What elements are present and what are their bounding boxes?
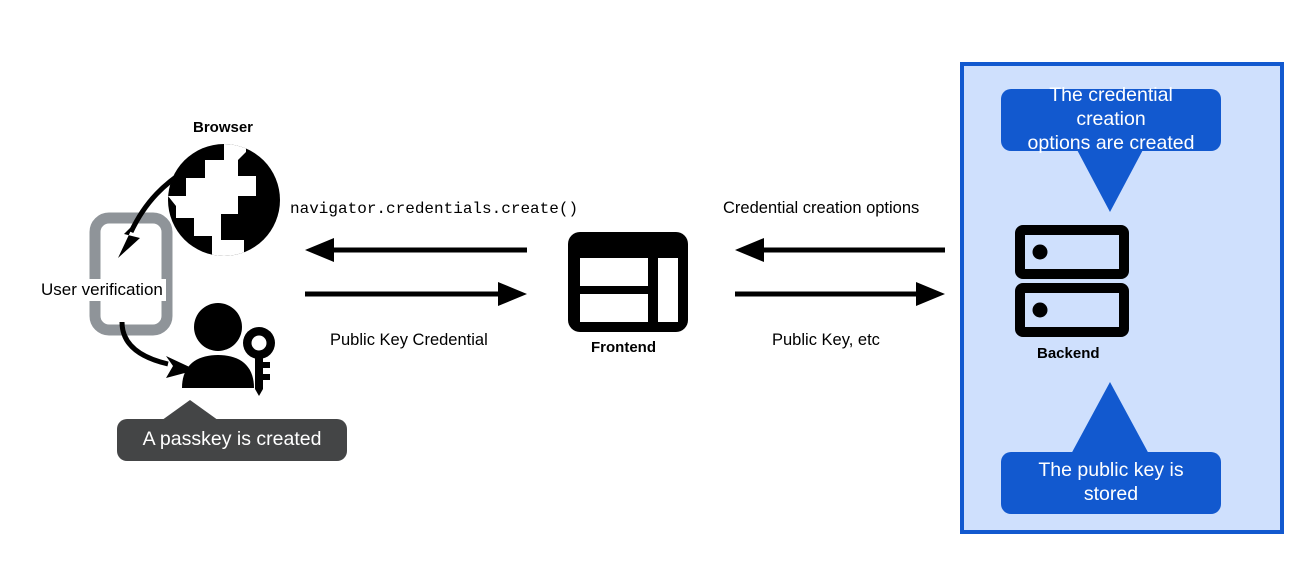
passkey-callout: A passkey is created [117, 419, 347, 461]
backend-top-callout-text: The credential creation options are crea… [1013, 84, 1209, 155]
backend-top-callout: The credential creation options are crea… [1001, 84, 1221, 154]
backend-bottom-callout-text: The public key is stored [1038, 459, 1183, 507]
message-navigator-create: navigator.credentials.create() [290, 200, 579, 218]
message-public-key-credential: Public Key Credential [330, 331, 488, 349]
message-public-key-etc: Public Key, etc [772, 331, 880, 349]
server-rack-icon [1015, 225, 1129, 337]
arrow-browser-frontend-response [305, 282, 527, 306]
bottom-callout-tail [1070, 382, 1150, 456]
backend-bottom-callout-line2: stored [1083, 483, 1139, 505]
browser-to-phone-arrow [118, 167, 188, 258]
backend-top-callout-line2: options are created [1027, 131, 1195, 154]
user-verification-label: User verification [38, 279, 166, 302]
backend-bottom-callout-line1: The public key is [1038, 459, 1184, 482]
user-with-key-icon [182, 303, 275, 396]
arrow-frontend-backend-response [735, 282, 945, 306]
phone-to-user-arrow [119, 321, 196, 378]
passkey-callout-text: A passkey is created [142, 428, 322, 451]
backend-label: Backend [1037, 345, 1100, 362]
top-callout-tail [1075, 146, 1145, 212]
browser-label: Browser [193, 119, 254, 136]
arrow-frontend-backend-request [735, 238, 945, 262]
message-credential-creation-options: Credential creation options [723, 199, 920, 217]
browser-layout-icon [568, 232, 688, 332]
globe-icon [168, 144, 280, 256]
backend-bottom-callout: The public key is stored [1001, 452, 1221, 514]
arrow-browser-frontend-request [305, 238, 527, 262]
frontend-label: Frontend [591, 339, 656, 356]
passkey-callout-tail [158, 400, 222, 423]
mobile-phone-icon [89, 212, 173, 336]
backend-top-callout-line1: The credential creation [1049, 84, 1173, 131]
